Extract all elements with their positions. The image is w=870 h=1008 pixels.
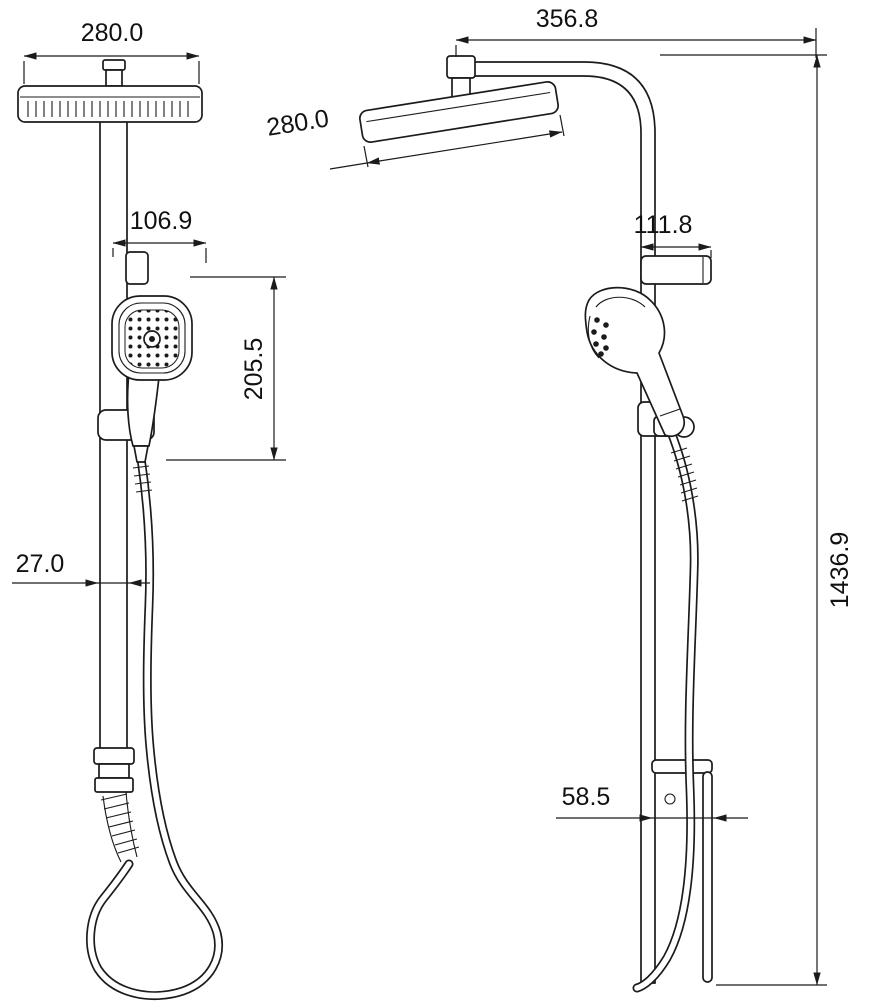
side-view: 356.8 280.0 111.8 58.5 1436. [265, 5, 854, 993]
dim-handset-offset: 106.9 [112, 207, 207, 263]
spring-guard-side [670, 447, 699, 502]
handset-body-side [584, 286, 686, 438]
dim-label-bracket-depth: 111.8 [634, 211, 693, 239]
spray-dots-side [591, 317, 609, 357]
hose-front [86, 453, 223, 1001]
nozzle-ticks [27, 101, 189, 117]
dim-handset-drop: 205.5 [166, 276, 286, 461]
bottom-shelf-side [651, 759, 713, 983]
front-view: 280.0 106.9 205.5 27.0 [12, 19, 286, 1001]
dim-label-overall-height: 1436.9 [826, 532, 854, 608]
riser-pipe-side [474, 61, 656, 984]
dim-label-rail-width: 27.0 [16, 550, 65, 578]
shower-head-side [359, 81, 559, 143]
dim-label-handset-drop: 205.5 [240, 338, 268, 401]
overhead-shower-front [17, 59, 203, 123]
dim-bracket-depth: 111.8 [634, 211, 712, 258]
dim-front-head-width: 280.0 [23, 19, 200, 84]
dim-label-front-head-width: 280.0 [81, 19, 144, 47]
spring-guard-front [100, 791, 140, 863]
wall-bracket-front [125, 251, 149, 285]
hand-shower-side [584, 286, 686, 438]
hose-side [632, 427, 699, 993]
dim-label-overall-reach: 356.8 [536, 5, 599, 33]
dim-overall-reach: 356.8 [455, 5, 817, 58]
dim-label-head-depth: 280.0 [265, 104, 331, 141]
hose-nut-front [133, 445, 149, 463]
dim-overall-height: 1436.9 [660, 54, 854, 986]
dim-rail-width: 27.0 [12, 550, 150, 587]
dim-base-offset: 58.5 [556, 783, 748, 822]
hose-front-outline [86, 453, 223, 1001]
hand-shower-front [111, 295, 193, 493]
outlet-connector-front [93, 747, 135, 793]
dim-label-handset-offset: 106.9 [130, 207, 193, 235]
dim-label-base-offset: 58.5 [562, 783, 611, 811]
handset-handle-front [126, 367, 161, 447]
wall-bracket-side [640, 255, 712, 285]
shower-head-front [17, 85, 203, 123]
